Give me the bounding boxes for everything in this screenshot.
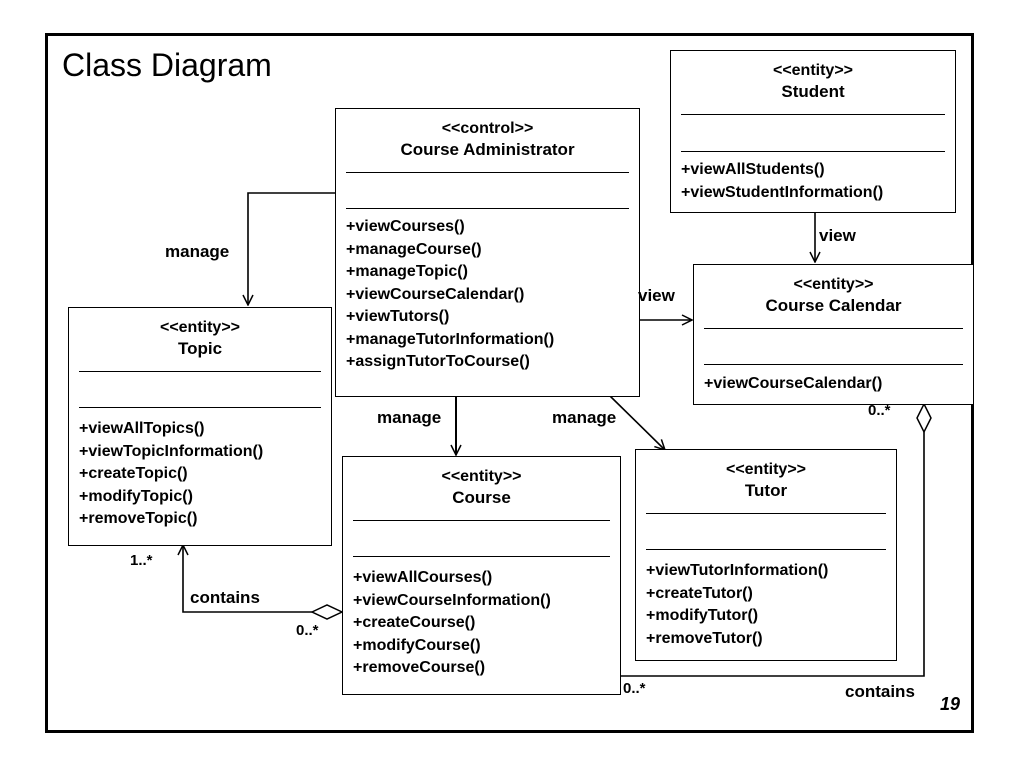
operation: +viewAllCourses() [353,569,493,586]
class-separator [79,407,321,408]
class-separator [681,151,945,152]
operation: +manageTopic() [346,263,468,280]
multiplicity-course-topic: 0..* [296,622,319,639]
class-name: Course Calendar [765,296,902,315]
label-manage-course: manage [377,408,442,427]
class-stereotype: <<entity>> [793,276,874,293]
class-stereotype: <<entity>> [725,461,807,478]
operation: +createCourse() [353,614,476,631]
contains-course-association [620,432,925,677]
operation: +viewTutors() [346,308,450,325]
class-tutor: <<entity>> Tutor +viewTutorInformation()… [635,449,897,661]
operation: +modifyTutor() [646,607,759,624]
class-stereotype: <<entity>> [159,319,241,336]
class-separator [353,556,610,557]
manage-tutor-association [609,395,665,450]
multiplicity-topic: 1..* [130,552,153,569]
class-course-administrator: <<control>> Course Administrator +viewCo… [335,108,640,397]
operation: +createTutor() [646,584,753,602]
contains-topic-diamond [310,604,344,620]
operation: +modifyCourse() [353,636,481,654]
class-separator [646,549,886,550]
operation: +viewCourseInformation() [353,591,551,609]
operation: +removeTutor() [646,629,763,647]
class-student: <<entity>> Student +viewAllStudents() +v… [670,50,956,213]
operation: +viewAllTopics() [79,420,205,437]
operation: +viewCourseCalendar() [704,375,883,392]
operation: +removeTopic() [79,510,198,527]
operation: +viewTutorInformation() [646,562,829,579]
class-operations: +viewAllTopics() +viewTopicInformation()… [79,418,327,531]
operation: +createTopic() [79,465,188,482]
class-separator [79,371,321,372]
class-separator [346,208,629,209]
class-operations: +viewTutorInformation() +createTutor() +… [646,560,892,650]
class-separator [681,114,945,115]
class-name: Tutor [744,481,788,500]
class-course: <<entity>> Course +viewAllCourses() +vie… [342,456,621,695]
contains-course-diamond [916,402,932,434]
class-operations: +viewCourseCalendar() [704,373,969,396]
operation: +viewCourses() [346,218,465,235]
operation: +modifyTopic() [79,487,193,505]
class-name: Course Administrator [400,140,575,159]
class-operations: +viewAllCourses() +viewCourseInformation… [353,567,616,680]
operation: +manageCourse() [346,240,482,258]
class-stereotype: <<entity>> [441,468,522,485]
label-view-student: view [819,226,856,245]
class-operations: +viewAllStudents() +viewStudentInformati… [681,159,951,204]
class-separator [646,513,886,514]
manage-topic-association [248,192,335,305]
operation: +removeCourse() [353,659,486,676]
label-contains-course: contains [845,682,915,701]
class-name: Topic [177,339,223,358]
class-separator [353,520,610,521]
class-separator [704,364,963,365]
label-contains-topic: contains [190,588,260,607]
label-manage-topic: manage [165,242,230,261]
contains-topic-association [183,545,312,613]
class-name: Course [452,488,511,507]
class-course-calendar: <<entity>> Course Calendar +viewCourseCa… [693,264,974,405]
operation: +viewAllStudents() [681,161,825,178]
class-separator [704,328,963,329]
operation: +manageTutorInformation() [346,330,555,348]
label-manage-tutor: manage [552,408,617,427]
class-stereotype: <<control>> [441,120,534,137]
page-number: 19 [940,694,961,714]
class-operations: +viewCourses() +manageCourse() +manageTo… [346,216,635,374]
multiplicity-calendar: 0..* [868,402,891,419]
class-separator [346,172,629,173]
multiplicity-course-calendar: 0..* [623,680,646,697]
operation: +viewTopicInformation() [79,442,264,460]
label-view-calendar: view [638,286,675,305]
operation: +assignTutorToCourse() [346,353,530,370]
class-name: Student [781,82,845,101]
class-topic: <<entity>> Topic +viewAllTopics() +viewT… [68,307,332,546]
slide-title: Class Diagram [62,47,272,83]
class-stereotype: <<entity>> [772,62,854,79]
operation: +viewCourseCalendar() [346,285,525,303]
operation: +viewStudentInformation() [681,183,884,201]
